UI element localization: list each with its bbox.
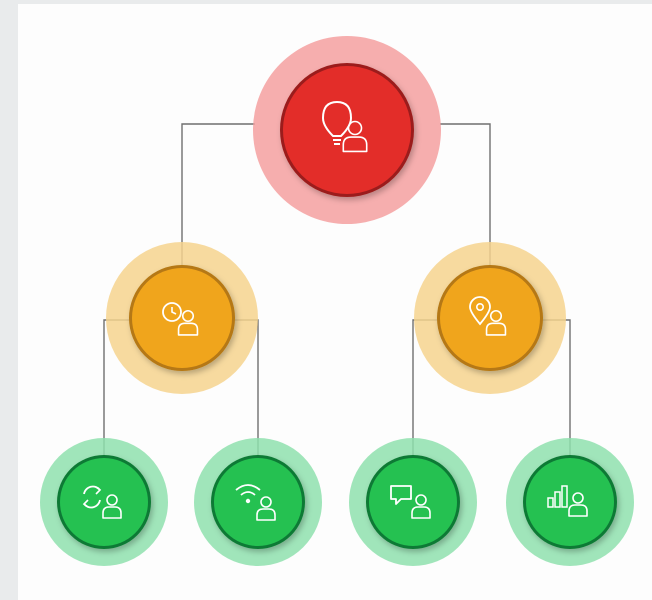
- node-disc: [214, 458, 302, 546]
- connector-root-left: [181, 123, 255, 272]
- connector-root-right: [440, 123, 491, 272]
- wifi-icon: [235, 484, 261, 504]
- leaf-node-4: [506, 438, 634, 566]
- root-node: [253, 36, 441, 224]
- branch-node-1: [106, 242, 258, 394]
- exchange-user-icon: [82, 485, 122, 519]
- bar-chart-icon: [547, 485, 568, 508]
- location-pin-user-icon: [469, 296, 507, 336]
- clock-icon: [162, 302, 182, 322]
- leaf-node-3: [349, 438, 477, 566]
- node-disc: [526, 458, 614, 546]
- bar-chart-user-icon: [547, 485, 588, 517]
- node-disc: [440, 268, 540, 368]
- chat-user-icon: [390, 485, 431, 519]
- exchange-icon: [82, 485, 102, 509]
- location-pin-icon: [469, 296, 491, 326]
- leaf-node-2: [194, 438, 322, 566]
- clock-user-icon: [162, 302, 199, 336]
- user-icon: [411, 494, 431, 519]
- branch-node-2: [414, 242, 566, 394]
- node-disc: [369, 458, 457, 546]
- node-disc: [60, 458, 148, 546]
- user-icon: [102, 494, 122, 519]
- leaf-node-1: [40, 438, 168, 566]
- wifi-user-icon: [235, 484, 276, 521]
- user-icon: [177, 309, 199, 336]
- user-icon: [568, 492, 588, 517]
- user-icon: [256, 496, 276, 521]
- chat-bubble-icon: [390, 485, 412, 505]
- node-layer: [40, 36, 634, 566]
- node-disc: [132, 268, 232, 368]
- lightbulb-user-icon: [321, 100, 368, 153]
- user-icon: [485, 309, 507, 336]
- user-icon: [342, 120, 368, 153]
